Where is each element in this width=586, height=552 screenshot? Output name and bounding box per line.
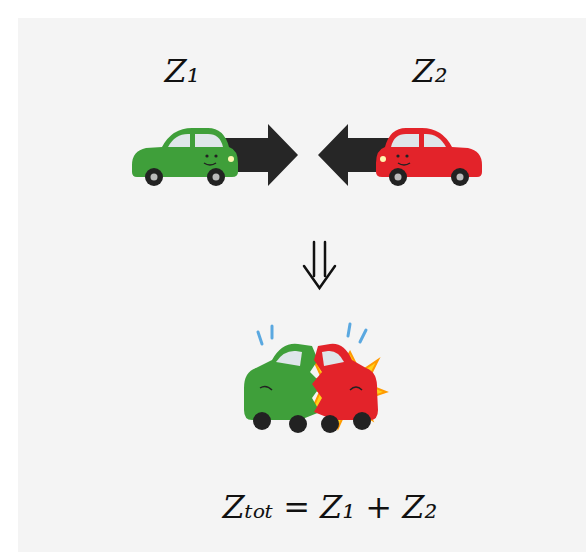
label-text: Z₁ bbox=[164, 52, 199, 90]
crashed-cars bbox=[244, 324, 386, 433]
impedance-label: Z₁ bbox=[164, 54, 199, 89]
background-panel bbox=[18, 18, 586, 552]
formula-label: Zₜₒₜ = Z₁ + Z₂ bbox=[223, 490, 438, 525]
label-text: Z₂ bbox=[412, 52, 447, 90]
green-car bbox=[132, 128, 238, 186]
label-text: Zₜₒₜ = Z₁ + Z₂ bbox=[223, 488, 438, 526]
down-double-arrow bbox=[304, 242, 335, 288]
impedance-label: Z₂ bbox=[412, 54, 447, 89]
red-car bbox=[376, 128, 482, 186]
